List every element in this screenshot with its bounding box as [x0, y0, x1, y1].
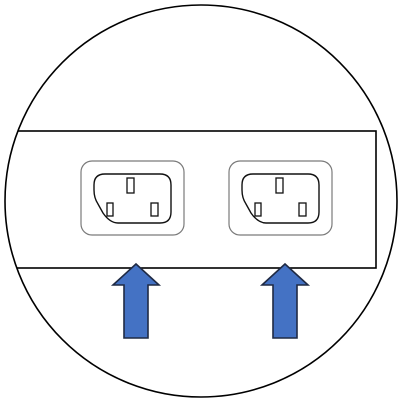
pin-line-left [106, 202, 114, 217]
up-arrow-icon [259, 262, 311, 339]
zoom-circle-outline [4, 4, 398, 398]
pin-ground-left [126, 177, 135, 194]
outlet-left [80, 160, 185, 236]
pin-ground-right [275, 177, 284, 194]
pin-neutral-left [150, 202, 159, 217]
outlet-right [228, 160, 333, 236]
up-arrow-icon [110, 262, 162, 339]
pin-neutral-right [298, 202, 307, 217]
pin-line-right [254, 202, 262, 217]
